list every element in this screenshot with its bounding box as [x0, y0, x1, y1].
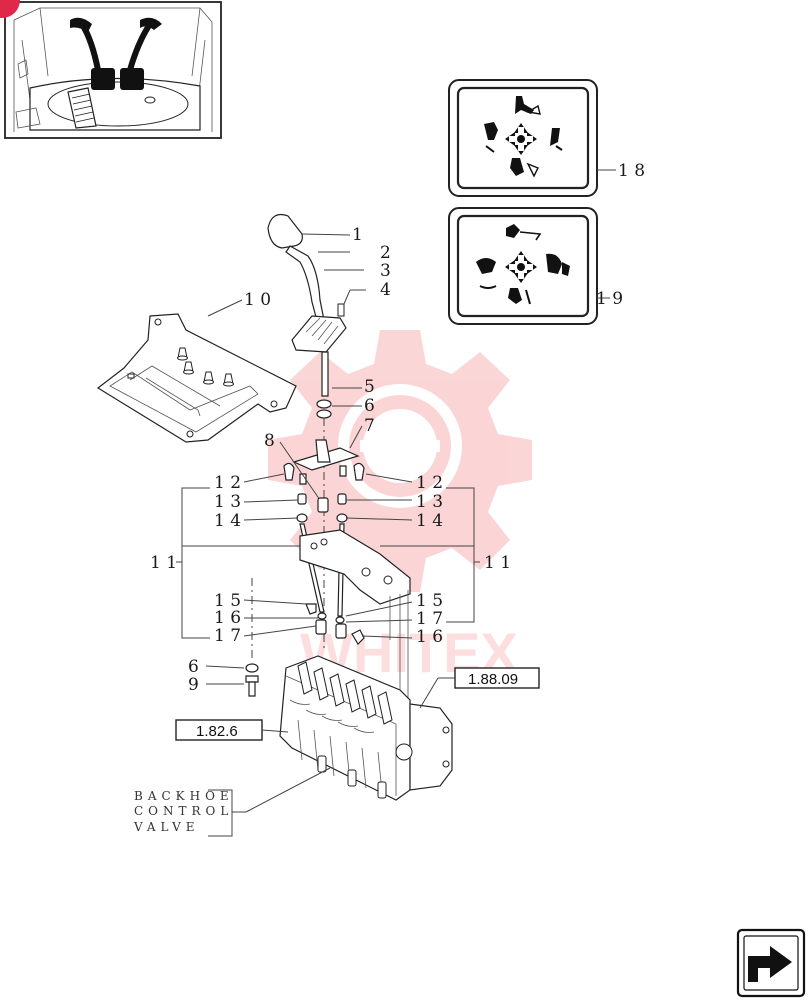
reference-1-82-6[interactable]: 1.82.6	[175, 719, 263, 741]
callout-9: 9	[188, 675, 199, 695]
callout-1: 1	[352, 225, 363, 245]
corner-badge	[0, 0, 20, 18]
reference-1-88-09[interactable]: 1.88.09	[454, 667, 540, 689]
excavator-pattern-decal-icon	[448, 79, 598, 197]
callout-11-right: 1 1	[484, 553, 511, 573]
callout-16-left: 1 6	[214, 608, 241, 628]
callout-2: 2	[380, 243, 391, 263]
callout-12-right: 1 2	[416, 473, 443, 493]
backhoe-control-valve-caption: BACKHOE CONTROL VALVE	[133, 767, 331, 837]
svg-text:BACKHOE: BACKHOE	[134, 789, 234, 803]
backhoe-pattern-decal-icon	[448, 207, 598, 325]
callout-7: 7	[364, 416, 375, 436]
svg-text:CONTROL: CONTROL	[134, 804, 233, 818]
callout-13-right: 1 3	[416, 492, 443, 512]
bolt-9	[245, 675, 259, 697]
callout-13-left: 1 3	[214, 492, 241, 512]
callout-8: 8	[264, 431, 275, 451]
callout-3: 3	[380, 261, 391, 281]
mounting-bracket	[299, 529, 411, 700]
callout-14-right: 1 4	[416, 511, 443, 531]
callout-10: 1 0	[244, 290, 271, 310]
cab-control-levers-thumbnail	[4, 1, 222, 139]
next-page-arrow-icon[interactable]	[736, 928, 806, 998]
svg-text:VALVE: VALVE	[133, 820, 200, 834]
watermark-gear-logo	[268, 330, 532, 592]
callout-6: 6	[364, 396, 375, 416]
callout-15-left: 1 5	[214, 591, 241, 611]
linkage-joints	[283, 462, 365, 523]
washer-6-lower	[245, 663, 259, 673]
callout-11-left: 1 1	[150, 553, 177, 573]
backhoe-control-valve	[279, 655, 453, 801]
svg-text:1.88.09: 1.88.09	[468, 671, 518, 688]
console-plate	[96, 313, 297, 443]
washer-6	[316, 409, 332, 419]
callout-18: 1 8	[618, 161, 645, 181]
callout-5: 5	[364, 377, 375, 397]
callout-17-left: 1 7	[214, 626, 241, 646]
callout-12-left: 1 2	[214, 473, 241, 493]
callout-19: 1 9	[596, 289, 623, 309]
callout-15-right: 1 5	[416, 591, 443, 611]
callout-16-right: 1 6	[416, 627, 443, 647]
callout-6-lower: 6	[188, 657, 199, 677]
washer-5	[316, 399, 332, 409]
group-brackets	[176, 487, 480, 639]
callout-4: 4	[380, 280, 391, 300]
svg-text:1.82.6: 1.82.6	[196, 723, 238, 740]
rod-clips	[305, 603, 365, 645]
callout-14-left: 1 4	[214, 511, 241, 531]
cross-piece	[292, 439, 360, 485]
joystick-lever	[267, 213, 347, 397]
callout-17-right: 1 7	[416, 609, 443, 629]
